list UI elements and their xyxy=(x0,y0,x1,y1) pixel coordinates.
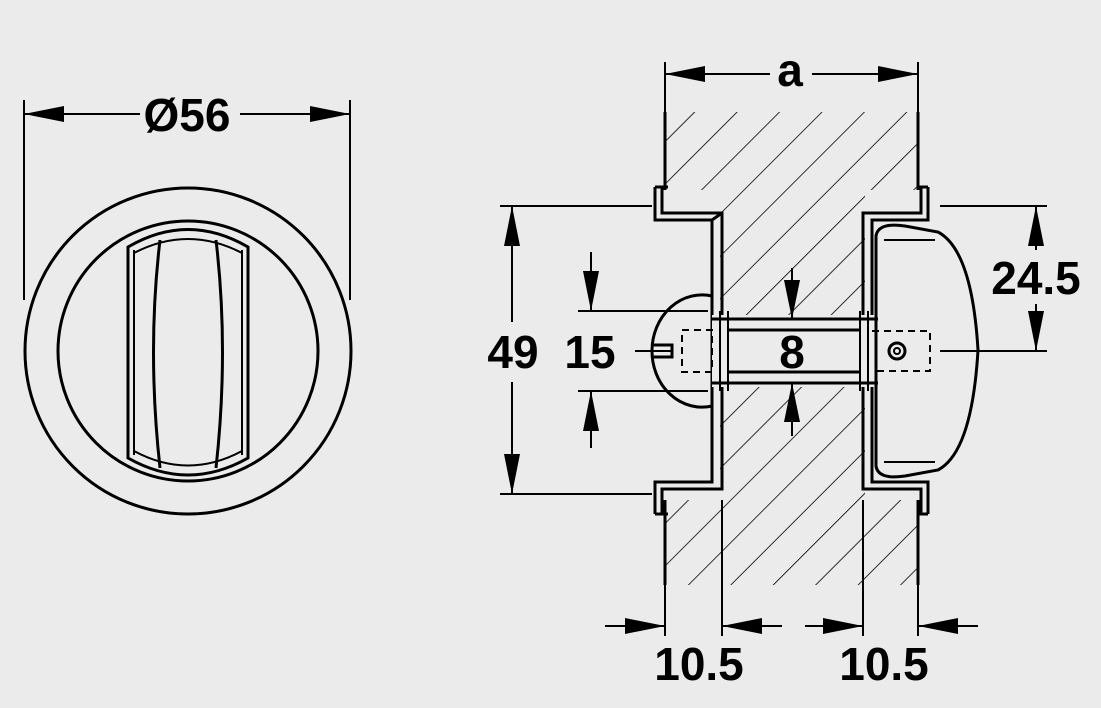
rose-left-label: 10.5 xyxy=(654,638,744,690)
dimension-15: 15 xyxy=(564,252,708,448)
dimension-a: a xyxy=(664,44,919,112)
diameter-dimension: Ø56 xyxy=(23,89,351,300)
diameter-label: Ø56 xyxy=(144,89,231,141)
front-view: Ø56 xyxy=(23,89,353,516)
shaft-offset-label: 15 xyxy=(564,326,615,378)
dimension-49: 49 xyxy=(487,205,652,495)
knob-height-label: 24.5 xyxy=(991,252,1081,304)
turn-knob-grip xyxy=(126,228,250,477)
rose-outline xyxy=(23,186,353,516)
spindle xyxy=(712,311,878,391)
rose-right-label: 10.5 xyxy=(839,638,929,690)
spindle-label: 8 xyxy=(779,326,805,378)
dimension-24-5: 24.5 xyxy=(940,205,1081,352)
door-thickness-label: a xyxy=(777,44,803,96)
dimension-8: 8 xyxy=(779,268,805,436)
section-view: a 49 15 8 xyxy=(487,44,1080,690)
dimension-rose-left: 10.5 xyxy=(605,500,782,690)
height-label: 49 xyxy=(487,326,538,378)
dimension-rose-right: 10.5 xyxy=(805,500,978,690)
